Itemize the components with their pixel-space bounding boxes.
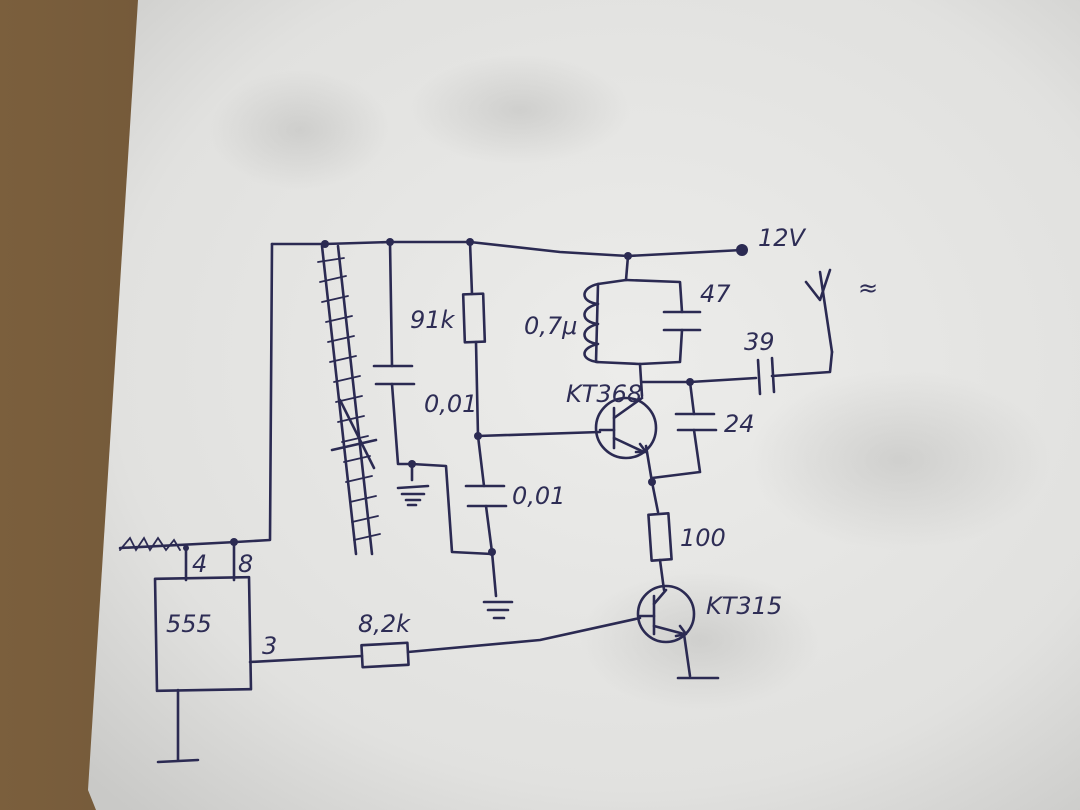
paper-sheet (88, 0, 1080, 810)
ic-555 (153, 575, 253, 693)
resistor-100 (647, 512, 673, 562)
paper-shadow (410, 55, 630, 165)
label-pin8: 8 (238, 550, 253, 578)
resistor-8-2k (360, 641, 410, 669)
hatched-strip (317, 244, 381, 556)
label-c-feedback: 24 (724, 410, 755, 438)
label-pin4: 4 (192, 550, 207, 578)
capacitor-001-base (464, 484, 508, 508)
capacitor-001-decouple (372, 364, 416, 386)
paper-shadow (210, 70, 390, 190)
label-r-emitter: 100 (680, 524, 726, 552)
transistor-kt315 (636, 584, 696, 644)
transistor-kt368 (594, 396, 658, 460)
capacitor-24 (674, 412, 718, 432)
label-supply: 12V (758, 224, 807, 252)
label-antenna-symbol: ≈ (858, 274, 878, 302)
paper-shadow (580, 570, 820, 710)
capacitor-39 (756, 356, 776, 396)
label-c-tank: 47 (700, 280, 731, 308)
resistor-91k (461, 292, 487, 344)
label-r-bias: 91k (410, 306, 456, 334)
scribble-mark (119, 536, 181, 552)
label-c-coupling: 39 (744, 328, 775, 356)
label-c-decouple: 0,01 (424, 390, 477, 418)
label-r-drive: 8,2k (358, 610, 411, 638)
paper-shadow (750, 370, 1050, 550)
label-t2: KT315 (706, 592, 782, 620)
capacitor-47 (662, 310, 702, 332)
label-t1: KT368 (566, 380, 642, 408)
junction-dots (183, 238, 748, 556)
inductor-coil (583, 282, 600, 364)
label-c-base: 0,01 (512, 482, 565, 510)
label-inductor: 0,7μ (524, 312, 577, 340)
label-ic: 555 (166, 610, 212, 638)
label-pin3: 3 (262, 632, 277, 660)
